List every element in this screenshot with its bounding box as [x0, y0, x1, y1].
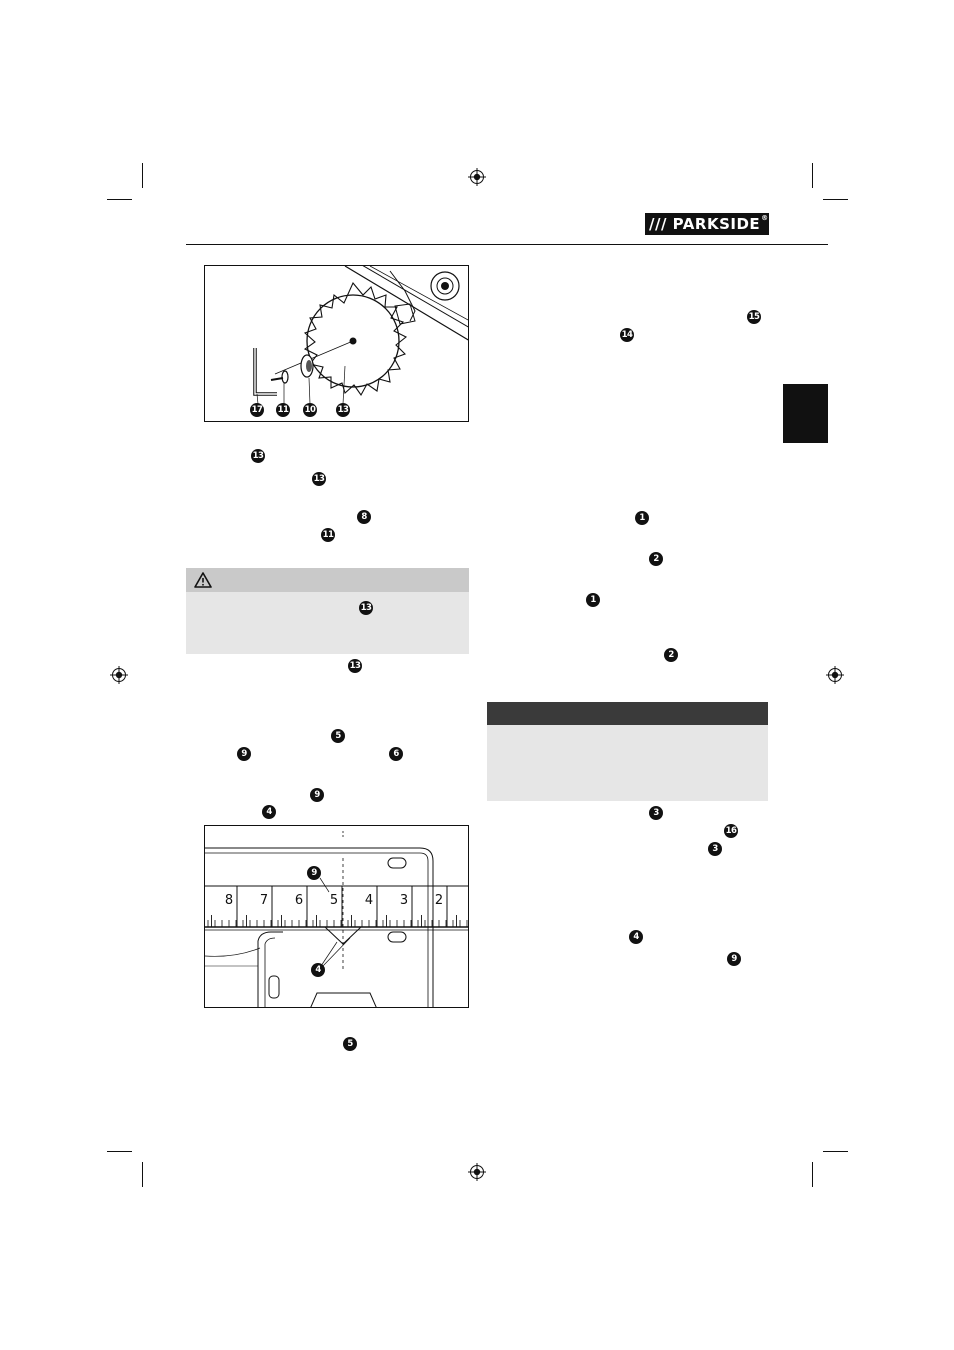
callout-badge: 10: [303, 403, 317, 417]
figure-blade-assembly: 17 11 10 13: [204, 265, 469, 422]
ref-badge: 13: [348, 659, 362, 673]
callout-badge: 13: [336, 403, 350, 417]
ref-badge: 13: [251, 449, 265, 463]
crop-mark: [823, 1151, 848, 1152]
crop-mark: [142, 163, 143, 188]
registered-mark: ®: [761, 214, 769, 222]
ref-badge: 1: [586, 593, 600, 607]
scale-label: 7: [260, 893, 268, 908]
registration-mark-icon: [468, 1163, 486, 1181]
crop-mark: [823, 199, 848, 200]
figure-cutting-scale: 8 7 6 5 4 3 2 9 4: [204, 825, 469, 1008]
callout-badge: 4: [311, 963, 325, 977]
crop-mark: [107, 199, 132, 200]
ref-badge: 4: [629, 930, 643, 944]
warning-box-header: [186, 568, 469, 592]
ref-badge: 5: [343, 1037, 357, 1051]
ref-badge: 9: [310, 788, 324, 802]
crop-mark: [107, 1151, 132, 1152]
ref-badge: 13: [359, 601, 373, 615]
warning-triangle-icon: [194, 572, 212, 588]
ref-badge: 14: [620, 328, 634, 342]
ref-badge: 9: [237, 747, 251, 761]
ref-badge: 5: [331, 729, 345, 743]
scale-label: 5: [330, 893, 338, 908]
scale-label: 4: [365, 893, 373, 908]
logo-text: PARKSIDE: [672, 215, 761, 233]
scale-label: 8: [225, 893, 233, 908]
logo-mark: ///: [649, 215, 667, 233]
crop-mark: [812, 163, 813, 188]
ref-badge: 1: [635, 511, 649, 525]
ref-badge: 4: [262, 805, 276, 819]
scale-illustration: [205, 831, 468, 1007]
ref-badge: 3: [708, 842, 722, 856]
language-tab: [783, 384, 828, 443]
callout-badge: 11: [276, 403, 290, 417]
registration-mark-icon: [826, 666, 844, 684]
ref-badge: 3: [649, 806, 663, 820]
ref-badge: 9: [727, 952, 741, 966]
ref-badge: 16: [724, 824, 738, 838]
blade-illustration: [253, 266, 468, 405]
scale-label: 3: [400, 893, 408, 908]
ref-badge: 8: [357, 510, 371, 524]
parkside-logo: /// PARKSIDE®: [645, 213, 769, 235]
ref-badge: 2: [664, 648, 678, 662]
registration-mark-icon: [110, 666, 128, 684]
registration-mark-icon: [468, 168, 486, 186]
warning-box-body: 13: [186, 592, 469, 654]
scale-ruler: 8 7 6 5 4 3 2: [207, 886, 468, 927]
crop-mark: [142, 1162, 143, 1187]
note-box-body: [487, 725, 768, 801]
scale-label: 2: [435, 893, 443, 908]
note-box-header: [487, 702, 768, 725]
ref-badge: 2: [649, 552, 663, 566]
ref-badge: 13: [312, 472, 326, 486]
ref-badge: 6: [389, 747, 403, 761]
callout-badge: 9: [307, 866, 321, 880]
callout-badge: 17: [250, 403, 264, 417]
ref-badge: 15: [747, 310, 761, 324]
header-rule: [186, 244, 828, 245]
crop-mark: [812, 1162, 813, 1187]
ref-badge: 11: [321, 528, 335, 542]
scale-label: 6: [295, 893, 303, 908]
